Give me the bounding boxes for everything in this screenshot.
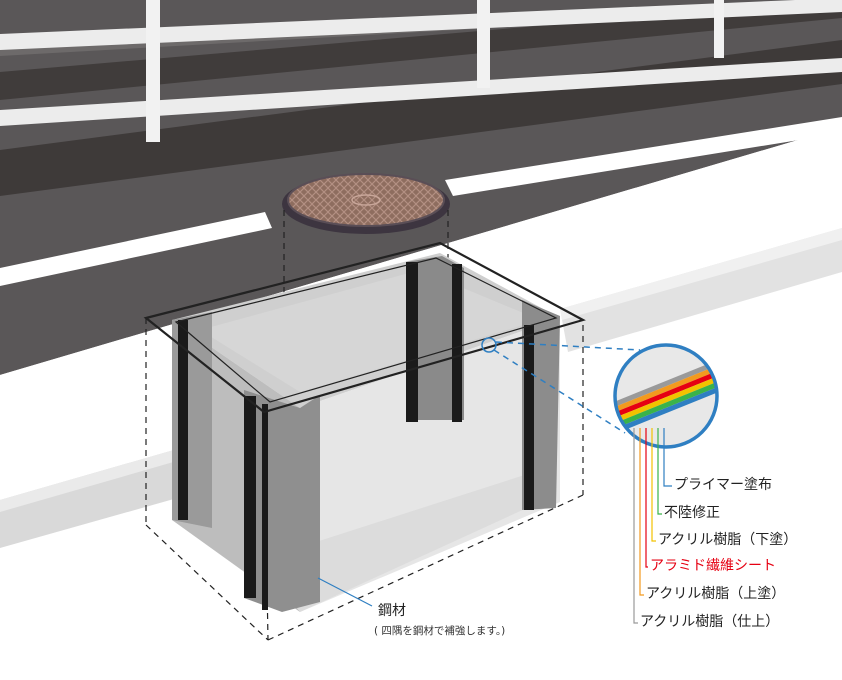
layer-leader-line — [633, 428, 638, 624]
curb-shadow — [0, 0, 842, 100]
layer-leader-line — [645, 428, 648, 568]
layer-label: プライマー塗布 — [674, 477, 772, 493]
lens-stripe — [615, 369, 717, 427]
manhole-box — [172, 253, 560, 612]
layer-lens — [615, 345, 717, 447]
layer-leader-line — [639, 428, 644, 596]
layer-label: アラミド繊維シート — [650, 558, 776, 574]
layer-leaders — [633, 428, 672, 624]
layer-leader-line — [663, 428, 672, 487]
lens-stripe — [615, 378, 717, 436]
guard-rail — [0, 0, 842, 142]
lane-line-left — [0, 212, 272, 286]
manhole-cover — [282, 173, 450, 234]
steel-note: ( 四隅を鋼材で補強します。) — [374, 625, 506, 637]
layer-label: 不陸修正 — [664, 505, 720, 521]
box-rim — [143, 241, 586, 414]
steel-reinforcement — [172, 256, 560, 612]
callout-origin-circle — [481, 337, 497, 353]
steel-label: 鋼材 — [378, 603, 406, 619]
lens-stripe — [615, 364, 717, 422]
layer-label: アクリル樹脂（下塗） — [658, 532, 798, 548]
steel-leader — [317, 577, 373, 607]
layer-callout — [481, 337, 719, 449]
lens-stripe — [615, 359, 717, 418]
lens-stripe — [615, 355, 717, 413]
layer-label: アクリル樹脂（上塗） — [646, 586, 786, 602]
lane-line-right — [445, 117, 842, 196]
lens-stripe — [615, 373, 717, 431]
layer-label: アクリル樹脂（仕上） — [640, 614, 780, 630]
layer-leader-line — [657, 428, 662, 515]
layer-leader-line — [651, 428, 656, 542]
